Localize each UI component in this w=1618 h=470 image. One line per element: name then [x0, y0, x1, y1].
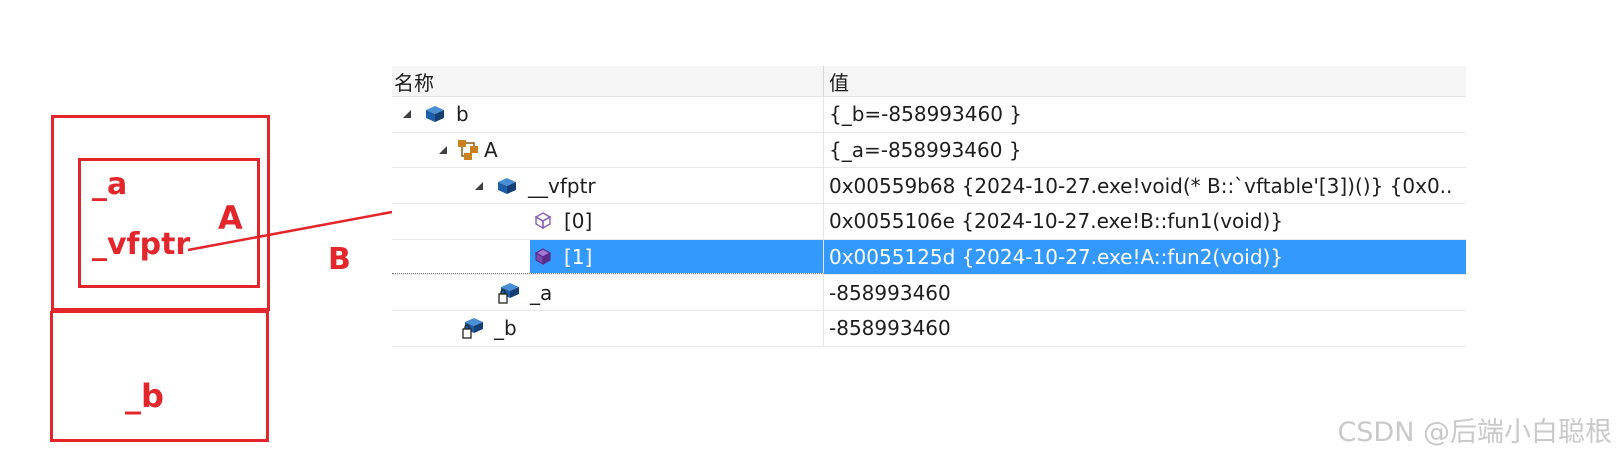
row-value: {_a=-858993460 } — [829, 138, 1022, 163]
watch-row-index-0[interactable]: [0] 0x0055106e {2024-10-27.exe!B::fun1(v… — [392, 204, 1466, 240]
base-class-icon — [456, 139, 482, 161]
method-icon — [530, 246, 556, 268]
private-field-icon — [496, 282, 522, 304]
diagram-a-member-label: _a — [92, 167, 128, 202]
diagram-class-b-label: B — [328, 242, 351, 277]
collapse-triangle-icon[interactable] — [470, 181, 488, 190]
row-value: {_b=-858993460 } — [829, 102, 1022, 127]
row-name: A — [484, 138, 498, 163]
member-b-outline — [50, 311, 269, 442]
row-value: 0x0055106e {2024-10-27.exe!B::fun1(void)… — [829, 209, 1284, 234]
private-field-icon — [460, 317, 486, 340]
row-value: -858993460 — [829, 316, 951, 341]
row-name: [0] — [564, 209, 593, 234]
method-icon — [530, 210, 556, 232]
watch-row-vfptr[interactable]: __vfptr 0x00559b68 {2024-10-27.exe!void(… — [392, 168, 1466, 205]
collapse-triangle-icon[interactable] — [434, 146, 452, 155]
column-header-name[interactable]: 名称 — [392, 66, 824, 96]
watch-header: 名称 值 — [392, 66, 1466, 97]
diagram-class-a-label: A — [218, 199, 243, 237]
watch-row-base-a[interactable]: A {_a=-858993460 } — [392, 132, 1466, 169]
column-header-value[interactable]: 值 — [829, 70, 849, 95]
row-name: b — [456, 102, 469, 127]
row-name: _a — [530, 280, 553, 305]
row-name: [1] — [564, 244, 593, 269]
diagram-b-member-label: _b — [125, 377, 164, 415]
row-value: 0x0055125d {2024-10-27.exe!A::fun2(void)… — [824, 239, 1466, 275]
row-name: _b — [494, 316, 517, 341]
watch-row-a-member[interactable]: _a -858993460 — [392, 275, 1466, 312]
row-name: __vfptr — [528, 173, 596, 198]
row-value: 0x00559b68 {2024-10-27.exe!void(* B::`vf… — [829, 173, 1453, 198]
watch-row-b-member[interactable]: _b -858993460 — [392, 311, 1466, 347]
watermark: CSDN @后端小白聪根 — [1337, 417, 1612, 448]
row-value: -858993460 — [829, 280, 951, 305]
watch-row-b[interactable]: b {_b=-858993460 } — [392, 97, 1466, 133]
watch-window: 名称 值 b {_b=-858993460 } — [392, 66, 1466, 347]
pointer-object-icon — [494, 175, 520, 197]
object-icon — [422, 103, 448, 125]
collapse-triangle-icon[interactable] — [398, 110, 416, 119]
diagram-vfptr-label: _vfptr — [92, 227, 191, 262]
watch-row-index-1[interactable]: [1] 0x0055125d {2024-10-27.exe!A::fun2(v… — [392, 239, 1466, 276]
